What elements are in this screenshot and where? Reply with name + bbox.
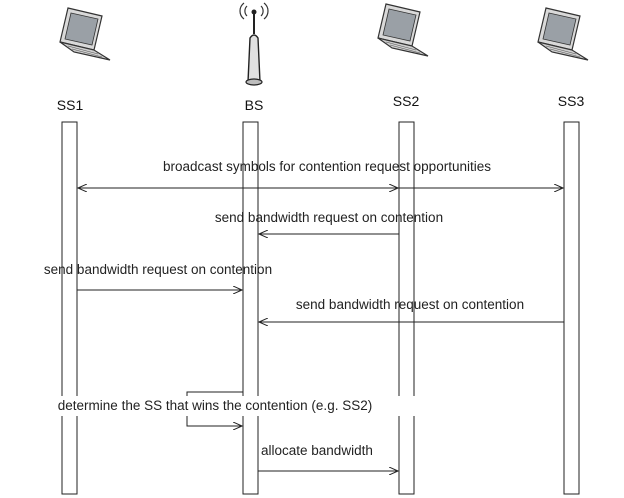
ss1-laptop-icon [59, 7, 111, 61]
determine-label: determine the SS that wins the contentio… [58, 398, 372, 413]
ss1-lifeline [61, 121, 78, 495]
ss2-laptop-icon [377, 3, 429, 57]
ss3-lifeline [563, 121, 580, 495]
ss1-label: SS1 [57, 97, 84, 113]
broadcast-label: broadcast symbols for contention request… [163, 159, 491, 174]
ss3-label: SS3 [558, 93, 585, 109]
ss3-laptop-icon [537, 7, 589, 61]
ss2-request-label: send bandwidth request on contention [215, 210, 443, 225]
ss1-request-label: send bandwidth request on contention [44, 262, 272, 277]
allocate-label: allocate bandwidth [261, 443, 373, 458]
bs-antenna-icon [239, 2, 269, 86]
determine-label-background [14, 396, 420, 416]
ss2-label: SS2 [393, 93, 420, 109]
bs-label: BS [245, 97, 264, 113]
bs-lifeline [242, 121, 259, 495]
ss3-request-label: send bandwidth request on contention [296, 297, 524, 312]
